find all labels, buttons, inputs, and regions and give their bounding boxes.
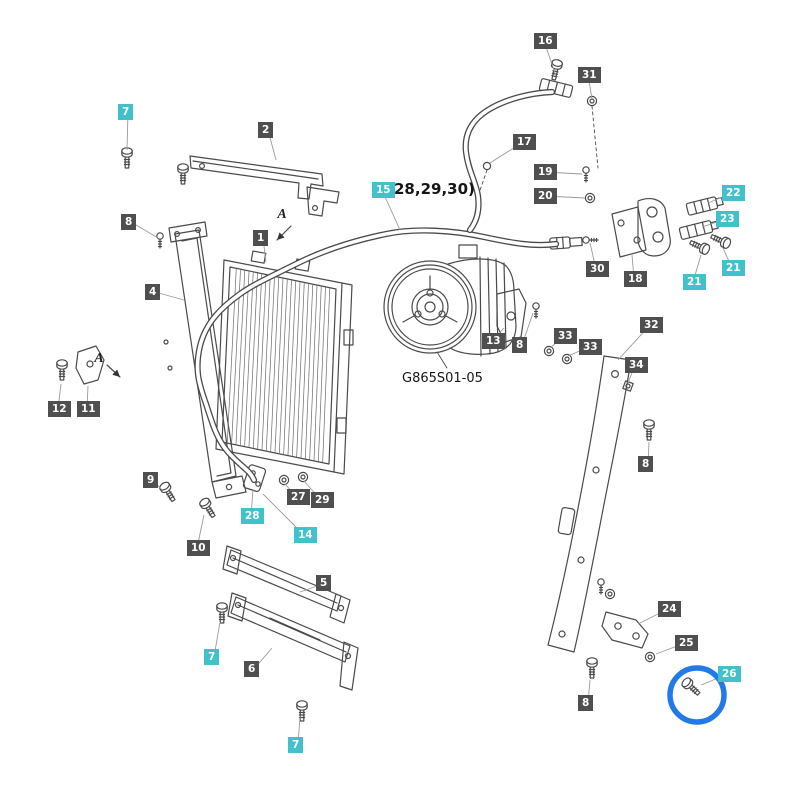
part-callout-21: 21: [722, 260, 745, 276]
part-callout-16: 16: [534, 33, 557, 49]
part-callout-14: 14: [294, 527, 317, 543]
part-callout-2: 2: [258, 122, 274, 138]
part-callout-9: 9: [143, 472, 159, 488]
part-callout-A: A: [277, 207, 287, 222]
part-callout-4: 4: [145, 284, 161, 300]
part-callout-32: 32: [640, 317, 663, 333]
part-callout-8: 8: [121, 214, 137, 230]
part-callout-29: 29: [311, 492, 334, 508]
top-bracket-drawing: [189, 155, 340, 217]
condenser-drawing: [215, 250, 354, 475]
part-callout-33: 33: [579, 339, 602, 355]
part-callout-7: 7: [288, 737, 304, 753]
lower-rails-drawing: [222, 545, 359, 691]
part-callout-28-29-30-: 28,29,30): [394, 179, 475, 198]
part-callout-33: 33: [554, 328, 577, 344]
part-callout-A: A: [94, 351, 104, 366]
part-callout-25: 25: [675, 635, 698, 651]
part-callout-20: 20: [534, 188, 557, 204]
part-callout-7: 7: [204, 649, 220, 665]
part-callout-11: 11: [77, 401, 100, 417]
part-callout-28: 28: [241, 508, 264, 524]
lower-right-bracket-drawing: [601, 611, 656, 663]
left-bracket-drawing: [75, 345, 105, 385]
part-callout-17: 17: [513, 134, 536, 150]
part-callout-24: 24: [658, 601, 681, 617]
part-code-label: G865S01-05: [402, 371, 483, 386]
part-callout-8: 8: [512, 337, 528, 353]
part-callout-22: 22: [722, 185, 745, 201]
hoses-drawing: [194, 88, 560, 484]
part-callout-12: 12: [48, 401, 71, 417]
part-callout-15: 15: [372, 182, 395, 198]
part-callout-13: 13: [482, 333, 505, 349]
part-callout-5: 5: [316, 575, 332, 591]
part-callout-30: 30: [586, 261, 609, 277]
part-callout-27: 27: [287, 489, 310, 505]
part-callout-21: 21: [683, 274, 706, 290]
tall-bracket-drawing: [547, 355, 632, 653]
highlight-ring: [667, 665, 727, 725]
part-callout-1: 1: [253, 230, 269, 246]
part-callout-23: 23: [716, 211, 739, 227]
part-callout-6: 6: [244, 661, 260, 677]
part-callout-8: 8: [578, 695, 594, 711]
part-callout-8: 8: [638, 456, 654, 472]
part-callout-10: 10: [187, 540, 210, 556]
part-callout-19: 19: [534, 164, 557, 180]
service-valves-drawing: [678, 196, 724, 240]
arrow-a-top: [276, 225, 292, 241]
compressor-drawing: [383, 244, 517, 357]
upper-right-bracket-drawing: [611, 198, 671, 258]
part-callout-26: 26: [718, 666, 741, 682]
part-callout-31: 31: [578, 67, 601, 83]
arrow-a-left: [106, 364, 121, 378]
side-frame-drawing: [163, 221, 247, 499]
part-callout-7: 7: [118, 104, 134, 120]
part-callout-18: 18: [624, 271, 647, 287]
condenser-fins: [226, 268, 331, 463]
part-callout-34: 34: [625, 357, 648, 373]
